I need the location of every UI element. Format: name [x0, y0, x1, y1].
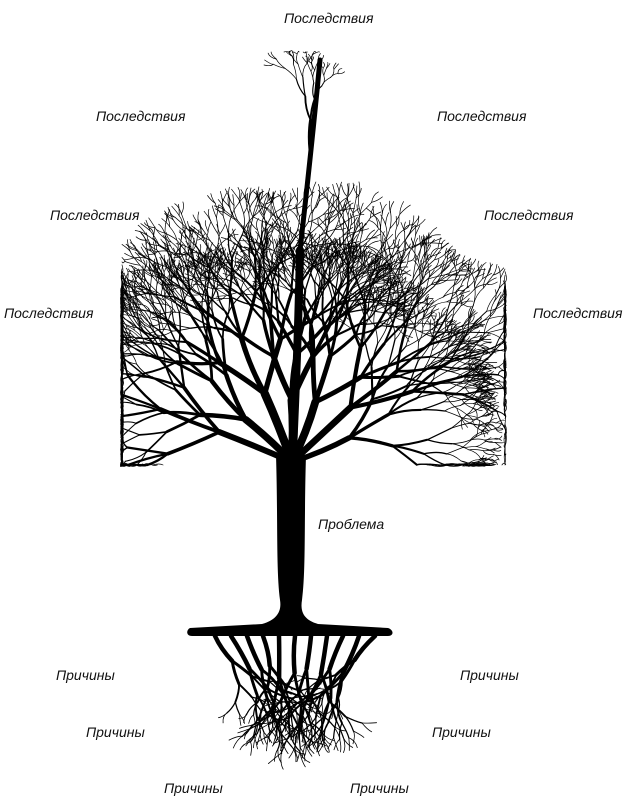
tree-trunk [187, 455, 392, 636]
consequence-label-right-3: Последствия [533, 305, 622, 321]
cause-label-left-2: Причины [86, 724, 145, 740]
problem-label: Проблема [318, 516, 384, 532]
tree-roots [215, 636, 377, 769]
cause-label-right-3: Причины [350, 780, 409, 796]
consequence-label-left-3: Последствия [4, 305, 93, 321]
cause-label-right-2: Причины [432, 724, 491, 740]
cause-label-left-1: Причины [56, 667, 115, 683]
consequence-label-right-2: Последствия [484, 207, 573, 223]
consequence-label-left-2: Последствия [50, 207, 139, 223]
cause-label-right-1: Причины [460, 667, 519, 683]
consequence-label-left-1: Последствия [96, 108, 185, 124]
cause-label-left-3: Причины [164, 780, 223, 796]
consequence-label-top: Последствия [284, 10, 373, 26]
consequence-label-right-1: Последствия [437, 108, 526, 124]
